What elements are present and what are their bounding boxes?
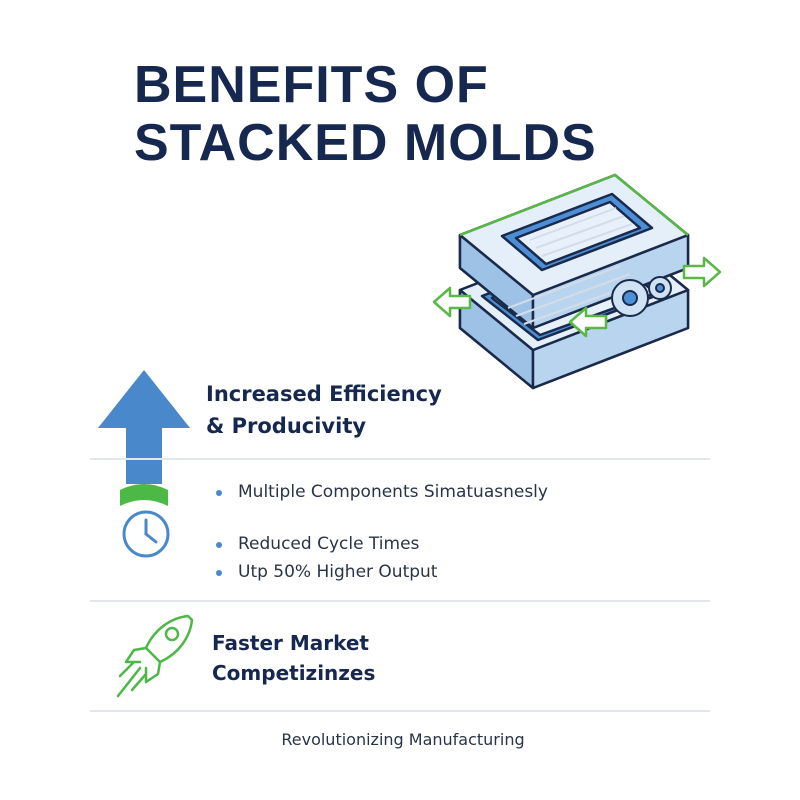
market-title-line-1: Faster Market <box>212 631 369 655</box>
page-title-line-2: STACKED MOLDS <box>134 114 597 172</box>
page-title: BENEFITS OF STACKED MOLDS <box>134 56 694 172</box>
rocket-icon <box>116 614 194 698</box>
footer-tagline: Revolutionizing Manufacturing <box>281 730 525 749</box>
list-item: Reduced Cycle Times <box>216 534 419 554</box>
up-arrow-clock-icon <box>98 370 190 558</box>
list-item: Utp 50% Higher Output <box>216 562 437 582</box>
divider <box>90 710 710 712</box>
efficiency-title: Increased Efficiency & Producivity <box>206 378 506 442</box>
market-title: Faster Market Competizinzes <box>212 628 512 688</box>
efficiency-title-line-2: & Producivity <box>206 414 367 438</box>
list-item-text: Utp 50% Higher Output <box>238 562 438 582</box>
divider <box>90 600 710 602</box>
market-title-line-2: Competizinzes <box>212 661 376 685</box>
page-title-line-1: BENEFITS OF <box>134 56 489 114</box>
list-item-text: Multiple Components Simatuasnesly <box>238 482 548 502</box>
divider <box>90 458 710 460</box>
list-item: Multiple Components Simatuasnesly <box>216 482 548 502</box>
stacked-mold-icon <box>432 173 722 390</box>
bullet-dot-icon <box>216 490 222 496</box>
efficiency-title-line-1: Increased Efficiency <box>206 382 442 406</box>
list-item-text: Reduced Cycle Times <box>238 534 420 554</box>
bullet-dot-icon <box>216 570 222 576</box>
bullet-dot-icon <box>216 542 222 548</box>
